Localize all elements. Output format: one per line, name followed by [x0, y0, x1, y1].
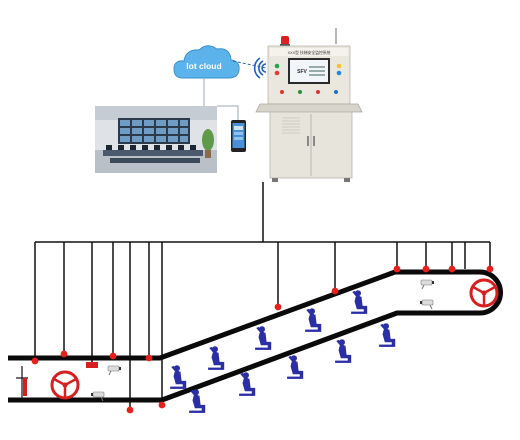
- indicator-light: [336, 70, 342, 76]
- brake-block-icon: [86, 362, 98, 368]
- passengers: [170, 290, 396, 413]
- control-room-image: [95, 106, 217, 173]
- sensor-dot: [126, 406, 134, 414]
- sensor-dot: [31, 357, 39, 365]
- sensor-dot: [448, 265, 456, 273]
- cloud-label: Iot cloud: [186, 61, 221, 71]
- cloud-link: [232, 60, 267, 69]
- mobile-phone-icon: [231, 120, 246, 152]
- camera-icon: [420, 279, 434, 290]
- passenger-icon: [379, 323, 396, 347]
- passenger-icon: [351, 290, 368, 314]
- sensor-dot: [393, 265, 401, 273]
- phone-link: [217, 105, 239, 120]
- sensor-dot: [486, 265, 494, 273]
- cabinet-screen-text: SFV: [297, 69, 307, 75]
- control-cabinet: XXX型 扶梯安全监控系统 SFV: [255, 28, 363, 182]
- indicator-light: [336, 63, 342, 69]
- cabinet-panel-title: XXX型 扶梯安全监控系统: [288, 50, 331, 55]
- left-drive-wheel-icon: [50, 370, 80, 400]
- escalator-handrail-belt: [8, 269, 503, 403]
- passenger-icon: [189, 389, 206, 413]
- camera-icon: [420, 299, 434, 310]
- cabinet-button: [316, 90, 320, 94]
- alarm-beacon-icon: [281, 36, 289, 45]
- passenger-icon: [239, 372, 256, 396]
- passenger-icon: [305, 308, 322, 332]
- sensor-dot: [109, 352, 117, 360]
- passenger-icon: [287, 355, 304, 379]
- sensor-dot: [274, 303, 282, 311]
- sensor-dot: [60, 350, 68, 358]
- iot-cloud-icon: Iot cloud: [173, 45, 240, 79]
- right-drive-wheel-icon: [469, 278, 499, 308]
- passenger-icon: [208, 346, 225, 370]
- passenger-icon: [255, 326, 272, 350]
- cabinet-button: [334, 90, 338, 94]
- sensor-dot: [158, 401, 166, 409]
- indicator-light: [274, 70, 280, 76]
- camera-icon: [91, 391, 105, 402]
- cabinet-button: [298, 90, 302, 94]
- sensor-dot: [422, 265, 430, 273]
- sensor-dot: [331, 287, 339, 295]
- passenger-icon: [170, 365, 187, 389]
- left-end-post: [16, 366, 28, 400]
- wifi-icon: [253, 57, 267, 79]
- camera-icon: [107, 365, 121, 376]
- passenger-icon: [335, 339, 352, 363]
- sensor-dot: [145, 354, 153, 362]
- sensor-wiring: [34, 182, 491, 408]
- sensor-points: [31, 265, 494, 414]
- indicator-light: [274, 63, 280, 69]
- cabinet-button: [280, 90, 284, 94]
